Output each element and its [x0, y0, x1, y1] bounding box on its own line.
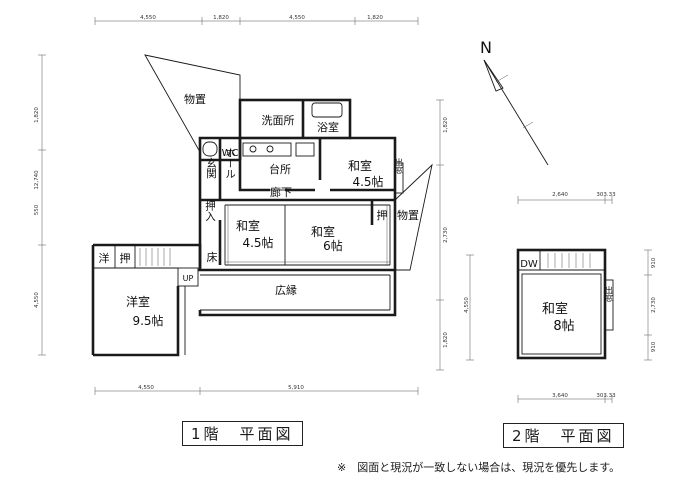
- dim-top-1: 4,550: [140, 15, 156, 21]
- f2-dim-left-1: 4,550: [464, 297, 470, 313]
- floor2-labels: DW 和室 8帖 出窓: [520, 259, 613, 334]
- dim-left-3: 550: [34, 204, 40, 215]
- room-yoshitsu-name: 洋室: [126, 294, 150, 309]
- bathtub: [311, 102, 343, 118]
- room-bath: 浴室: [317, 120, 339, 134]
- room-washitsu-b-name: 和室: [236, 218, 260, 233]
- room-washitsu-a-name: 和室: [348, 158, 372, 173]
- floor1-top-dimension: 4,550 1,820 4,550 1,820: [94, 15, 419, 25]
- room-storage-right: 物置: [397, 208, 419, 222]
- dim-top-2: 1,820: [213, 15, 229, 21]
- room-yo: 洋: [99, 251, 110, 265]
- floor1-labels: 物置 洗面所 浴室 WC ホール 台所 玄関 廊下 和室 4.5帖 出窓 押入 …: [99, 92, 420, 328]
- f2-dim-bottom-2: 303.33: [596, 393, 616, 399]
- floor2-bottom-dimension: 3,640 303.33: [517, 393, 616, 403]
- floor1-bottom-dimension: 4,550 5,910: [94, 385, 419, 395]
- room-bay-window-a: 出窓: [395, 157, 404, 174]
- floor2-title: 2階 平面図: [503, 423, 624, 448]
- room-washroom: 洗面所: [262, 114, 295, 127]
- north-label: N: [480, 38, 492, 57]
- dim-left-1: 1,820: [34, 107, 40, 123]
- room-oshi: 押: [120, 251, 131, 265]
- label-up: UP: [183, 274, 194, 283]
- dim-right-1: 1,820: [443, 117, 449, 133]
- f2-dim-top-2: 303.33: [596, 192, 616, 198]
- dim-bottom-1: 4,550: [138, 385, 154, 391]
- room-engawa: 広縁: [275, 283, 297, 297]
- room-kitchen: 台所: [269, 162, 291, 176]
- storage-top-outline: [144, 54, 241, 161]
- room-washitsu-c-size: 6帖: [323, 238, 343, 253]
- dim-top-4: 1,820: [367, 15, 383, 21]
- note-text: 図面と現況が一致しない場合は、現況を優先します。: [357, 461, 621, 474]
- f2-dim-right-2: 2,730: [651, 297, 657, 313]
- room-f2-washitsu-size: 8帖: [553, 319, 574, 334]
- floor2-top-dimension: 2,640 303.33: [517, 192, 616, 204]
- north-arrow: N: [480, 38, 549, 166]
- bay-window-a: [394, 162, 404, 194]
- dim-right-3: 1,820: [443, 332, 449, 348]
- bay-window-f2: [604, 279, 614, 331]
- tatami-frame-f2: [521, 273, 602, 355]
- room-toko: 床: [207, 250, 218, 264]
- floor2-left-dimension: 4,550: [464, 254, 474, 361]
- f2-dim-right-3: 910: [651, 341, 657, 352]
- f2-dim-right-1: 910: [651, 257, 657, 268]
- disclaimer-note: ※ 図面と現況が一致しない場合は、現況を優先します。: [337, 459, 620, 475]
- dim-left-4: 4,550: [34, 292, 40, 308]
- floor2-right-dimension: 910 2,730 910: [644, 249, 657, 361]
- room-washitsu-a-size: 4.5帖: [352, 174, 383, 189]
- room-f2-bay-window: 出窓: [605, 285, 614, 302]
- room-washitsu-b-size: 4.5帖: [242, 235, 273, 250]
- kitchen-counter: [242, 142, 292, 157]
- room-yoshitsu-size: 9.5帖: [132, 313, 163, 328]
- room-wc: WC: [222, 148, 239, 159]
- note-mark: ※: [337, 461, 347, 474]
- room-entrance: 玄関: [205, 157, 217, 180]
- toilet: [202, 141, 218, 157]
- room-dw: DW: [520, 259, 538, 270]
- dim-left-2: 12,740: [34, 170, 40, 190]
- room-oshiire-a: 押入: [204, 200, 216, 222]
- stair-up-box: [177, 267, 199, 287]
- room-oshiire-b: 押: [377, 208, 388, 222]
- dim-bottom-2: 5,910: [288, 385, 304, 391]
- dim-top-3: 4,550: [289, 15, 305, 21]
- room-washitsu-c-name: 和室: [311, 224, 335, 239]
- floor1-right-dimension: 1,820 2,730 1,820: [436, 99, 449, 371]
- stair-treads-f2: [547, 253, 591, 268]
- f2-dim-bottom-1: 3,640: [552, 393, 568, 399]
- stair-treads-f1: [139, 248, 171, 266]
- f2-dim-top-1: 2,640: [552, 192, 568, 198]
- floor2-plan: [516, 248, 614, 360]
- floor1-left-dimension: 1,820 12,740 550 4,550: [34, 54, 46, 356]
- room-hall: ホール: [224, 147, 236, 179]
- dim-right-2: 2,730: [443, 227, 449, 243]
- room-f2-washitsu-name: 和室: [542, 301, 568, 317]
- room-corridor: 廊下: [270, 185, 292, 199]
- floor1-title: 1階 平面図: [182, 421, 303, 446]
- room-storage-top: 物置: [184, 92, 206, 106]
- wet-area-walls: [238, 98, 352, 140]
- floor1-plan: [91, 54, 433, 357]
